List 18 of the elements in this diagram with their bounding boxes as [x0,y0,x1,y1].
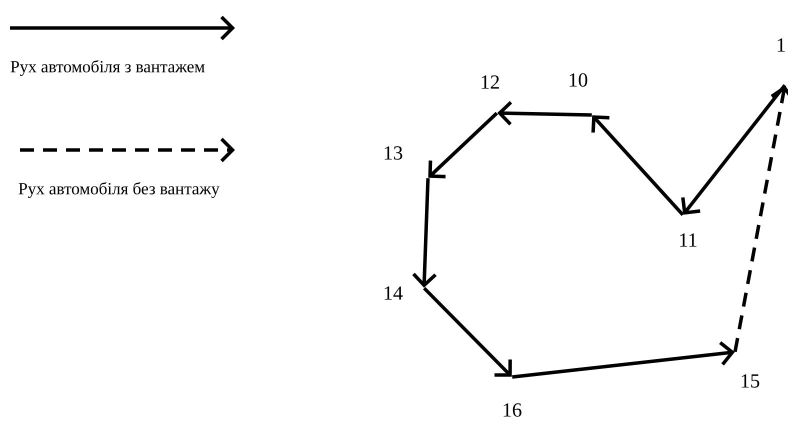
point-label: 16 [504,403,522,417]
point-label: 10 [570,73,588,87]
route-arrow [733,85,788,352]
point-label: 11 [680,233,696,247]
legend-text: Рух автомобіля з вантажем [10,60,205,76]
route-arrow [412,178,437,288]
legend-text: Рух автомобіля без вантажу [18,182,220,198]
route-arrow [681,84,786,215]
route-arrow [497,101,592,126]
route-arrow [428,112,498,178]
route-arrow [512,341,735,379]
route-arrow [591,115,684,216]
point-label: 1 [778,38,785,52]
route-arrow [422,286,512,377]
point-label: 14 [384,286,403,300]
point-label: 15 [742,374,760,388]
point-label: 12 [482,75,499,89]
point-label: 13 [384,146,402,160]
